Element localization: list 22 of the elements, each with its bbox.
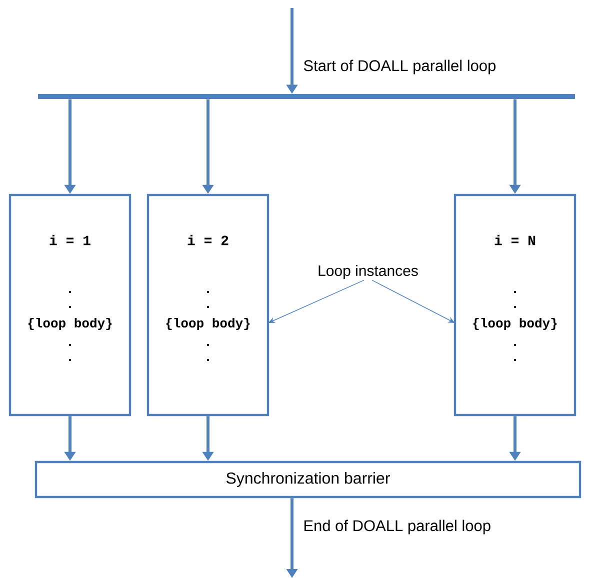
code-text: .	[207, 344, 209, 346]
code-text: .	[69, 359, 71, 361]
code-text: .	[514, 359, 516, 361]
code-text: .	[69, 291, 71, 293]
barrier-box: Synchronization barrier	[34, 460, 582, 498]
edge-label: Start of DOALL parallel loop	[304, 60, 496, 74]
code-text: .	[514, 291, 516, 293]
code-text: .	[207, 359, 209, 361]
code-text: .	[69, 344, 71, 346]
loop-index: i = 2	[188, 234, 228, 246]
code-text: .	[69, 306, 71, 308]
code-text: {loop body}	[166, 318, 250, 330]
annotation-text: Loop instances	[318, 265, 418, 279]
code-text: .	[514, 306, 516, 308]
code-text: {loop body}	[473, 318, 557, 330]
loop-index: i = N	[494, 234, 536, 246]
edge-label: End of DOALL parallel loop	[304, 520, 490, 534]
loop-index: i = 1	[50, 234, 90, 246]
code-text: .	[514, 344, 516, 346]
code-text: .	[207, 291, 209, 293]
code-text: {loop body}	[28, 318, 112, 330]
code-text: .	[207, 306, 209, 308]
